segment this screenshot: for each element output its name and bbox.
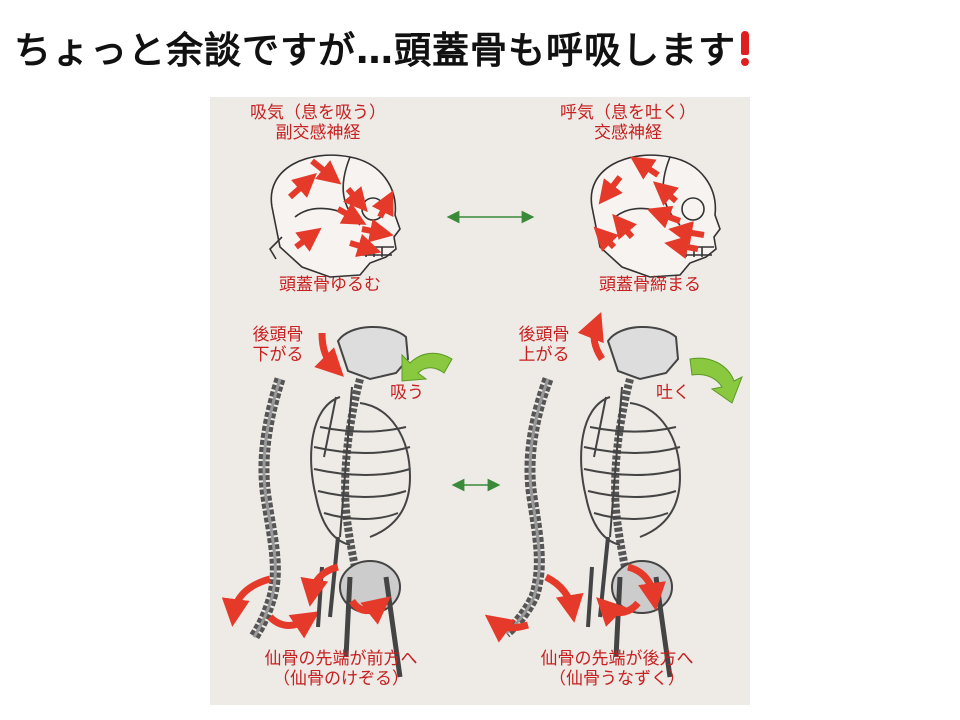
- breath-out-arrow: [689, 357, 743, 404]
- inhale-sacrum-line1: 仙骨の先端が前方へ: [264, 649, 418, 669]
- exhale-sacrum-line1: 仙骨の先端が後方へ: [540, 649, 694, 669]
- exhale-sacrum-line2: （仙骨うなずく）: [549, 669, 685, 689]
- spine-inhale: [249, 377, 286, 640]
- slide-title-text: ちょっと余談ですが…頭蓋骨も呼吸します: [14, 29, 736, 72]
- inhale-title: 吸気（息を吸う） 副交感神経: [238, 103, 398, 143]
- inhale-title-line2: 副交感神経: [275, 123, 361, 143]
- diagram-illustration: [221, 154, 743, 678]
- spine-exhale-arrows: [484, 573, 584, 643]
- skeleton-inhale: [310, 326, 412, 678]
- skeleton-exhale: [580, 326, 682, 678]
- inhale-sacrum-caption: 仙骨の先端が前方へ （仙骨のけぞる）: [216, 649, 466, 689]
- exhale-skull-caption: 頭蓋骨締まる: [599, 275, 701, 295]
- exhale-title-line2: 交感神経: [594, 123, 662, 143]
- exhale-sacrum-caption: 仙骨の先端が後方へ （仙骨うなずく）: [492, 649, 742, 689]
- skull-exhale-arrows: [593, 156, 705, 259]
- inhale-skull-caption: 頭蓋骨ゆるむ: [279, 275, 381, 295]
- inhale-occiput-label: 後頭骨 下がる: [246, 325, 310, 365]
- exhale-occiput-label: 後頭骨 上がる: [512, 325, 576, 365]
- exhale-title-line1: 呼気（息を吐く）: [560, 103, 696, 123]
- inhale-occiput-line1: 後頭骨: [252, 325, 304, 345]
- skeleton-exhale-arrows: [577, 311, 666, 627]
- skull-inhale-arrows: [288, 158, 394, 258]
- spine-exhale: [502, 377, 554, 638]
- inhale-occiput-line2: 下がる: [252, 345, 304, 365]
- exhale-occiput-line2: 上がる: [518, 345, 570, 365]
- exhale-breath-label: 吐く: [656, 383, 690, 403]
- inhale-title-line1: 吸気（息を吸う）: [250, 103, 386, 123]
- slide-title: ちょっと余談ですが…頭蓋骨も呼吸します: [14, 20, 752, 74]
- exhale-occiput-line1: 後頭骨: [518, 325, 570, 345]
- inhale-sacrum-line2: （仙骨のけぞる）: [273, 669, 409, 689]
- exclamation-icon: [738, 25, 752, 67]
- skeleton-inhale-arrows: [300, 332, 391, 625]
- spine-inhale-arrows: [221, 575, 320, 639]
- breath-in-arrow: [401, 352, 453, 382]
- breathing-diagram: 吸気（息を吸う） 副交感神経 頭蓋骨ゆるむ 後頭骨 下がる 吸う 仙骨の先端が前…: [210, 97, 750, 705]
- inhale-breath-label: 吸う: [390, 383, 424, 403]
- exhale-title: 呼気（息を吐く） 交感神経: [548, 103, 708, 143]
